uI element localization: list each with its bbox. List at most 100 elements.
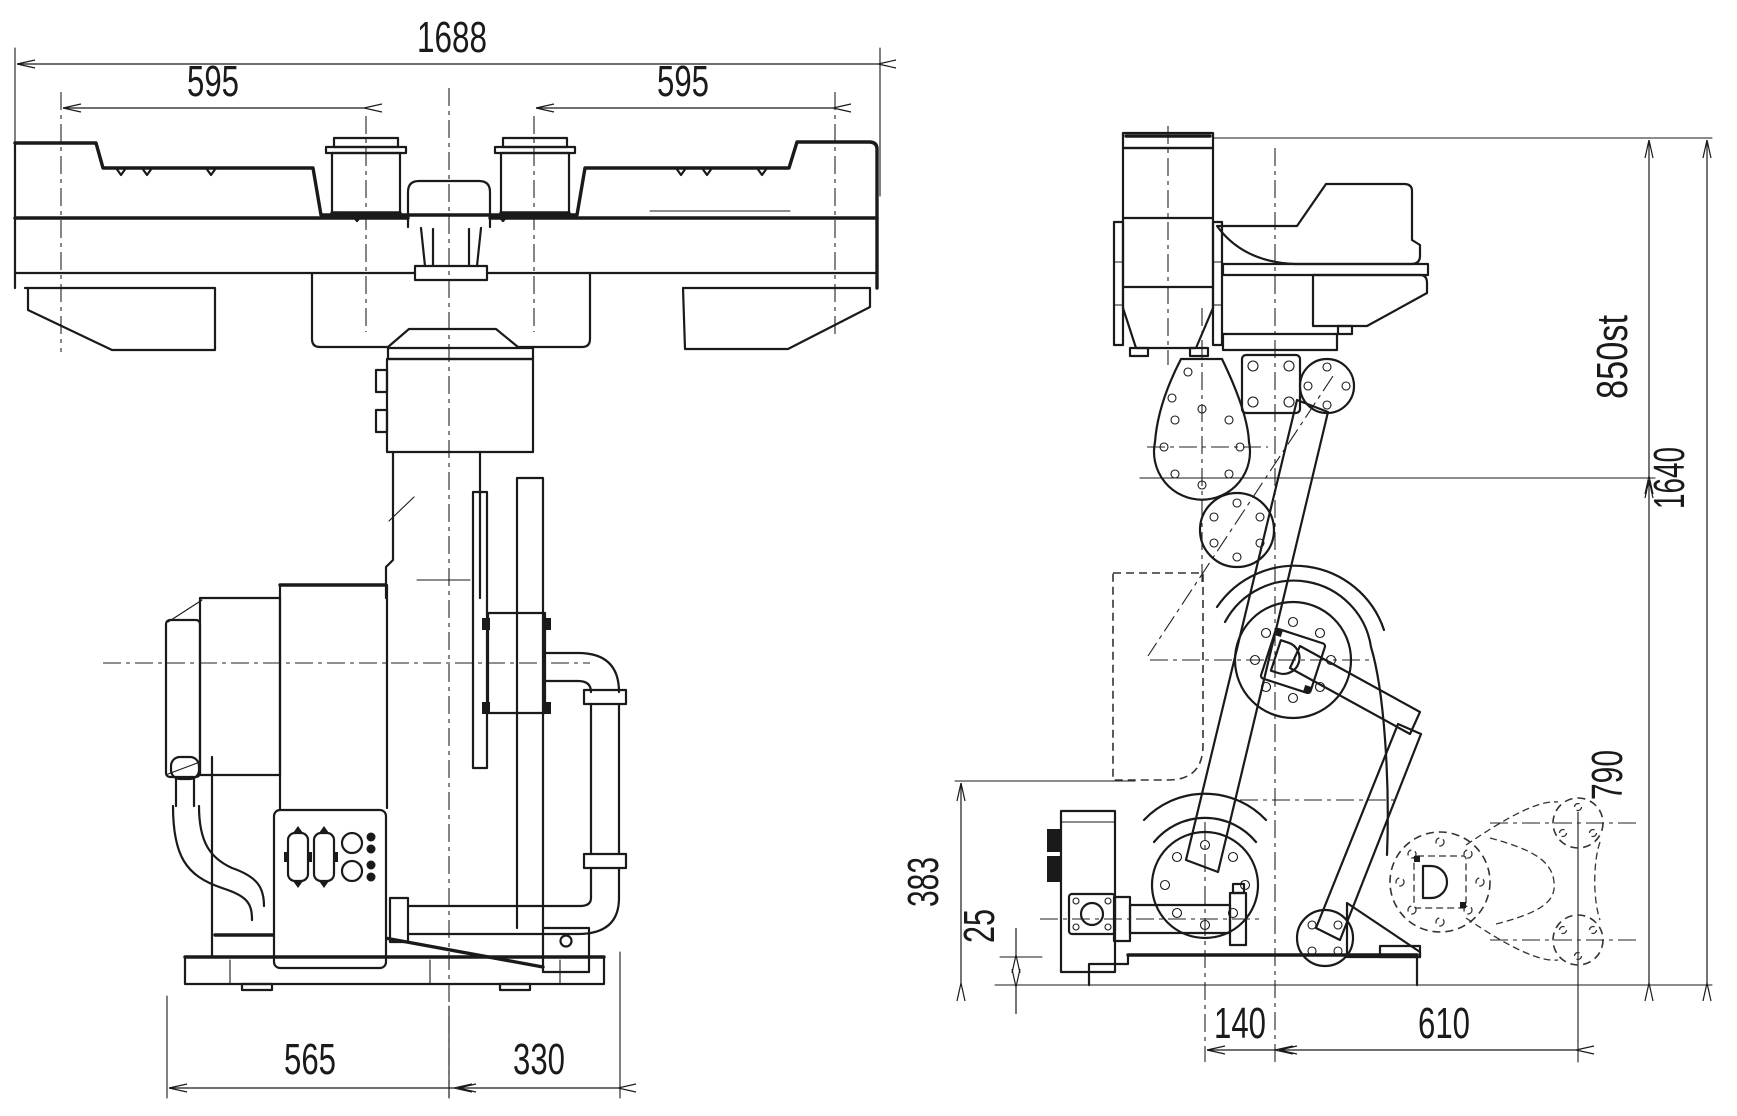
motor-cylinder bbox=[164, 596, 282, 779]
belt-housing bbox=[515, 476, 545, 930]
slider-foot-right bbox=[1188, 346, 1210, 358]
hose-fitting bbox=[169, 755, 201, 781]
dim-text-bottom-offset: 140 bbox=[1214, 999, 1266, 1048]
mast-pedestal bbox=[406, 179, 492, 229]
base-foot-1 bbox=[240, 982, 274, 992]
slider-foot-left bbox=[1128, 346, 1150, 358]
connector-stub-1 bbox=[1047, 829, 1061, 852]
lower-body bbox=[164, 579, 628, 992]
left-post bbox=[324, 136, 408, 216]
traverse-top-profile bbox=[13, 140, 879, 290]
mast-chamfer bbox=[388, 496, 415, 522]
dim-text-stroke: 850st bbox=[1588, 315, 1637, 399]
traverse-assembly bbox=[13, 136, 879, 352]
traverse-right-foot bbox=[681, 286, 872, 351]
base-plate bbox=[183, 955, 606, 986]
wrist-housing-arcs bbox=[1215, 564, 1389, 857]
mast-column bbox=[384, 450, 482, 600]
pipe-elbow-top bbox=[544, 651, 621, 694]
carriage-body bbox=[385, 357, 535, 454]
base-plate-side bbox=[1087, 953, 1419, 987]
front-view: 1688 595 595 565 330 bbox=[13, 13, 880, 1100]
base-foot-2 bbox=[498, 982, 532, 992]
pipe-elbow-bottom bbox=[560, 896, 621, 936]
bracket-step bbox=[1378, 944, 1422, 959]
traverse-center-foot bbox=[310, 271, 592, 349]
counterweight-box bbox=[1112, 572, 1204, 781]
arm-base-plate bbox=[1221, 262, 1430, 277]
dim-text-carriage-right: 595 bbox=[657, 57, 709, 106]
front-base bbox=[183, 955, 606, 992]
control-panel-box bbox=[272, 808, 388, 970]
phantom-flange-holes bbox=[1395, 837, 1485, 927]
slider-rail-left bbox=[1112, 220, 1125, 347]
slider-unit bbox=[1112, 131, 1224, 358]
dim-text-rear-height: 383 bbox=[899, 857, 948, 907]
dim-text-bottom-reach: 610 bbox=[1418, 999, 1470, 1048]
link-rod-bar bbox=[1314, 722, 1423, 942]
support-bracket bbox=[1345, 901, 1422, 959]
top-arm bbox=[1215, 182, 1430, 352]
panel-port-1 bbox=[340, 831, 364, 855]
phantom-arm-outline bbox=[1465, 801, 1601, 961]
drive-disc bbox=[471, 490, 489, 770]
cable-hose bbox=[171, 804, 266, 922]
motor-flange-plate bbox=[1067, 892, 1117, 936]
wrist-flange bbox=[1233, 600, 1353, 720]
phantom-d-bracket bbox=[1413, 855, 1467, 909]
pipe-bracket bbox=[541, 926, 591, 974]
rail-block bbox=[486, 611, 547, 715]
traverse-left-foot bbox=[23, 286, 217, 352]
arm-housing bbox=[1215, 182, 1422, 266]
arm-under-body bbox=[1311, 273, 1429, 328]
arm-step bbox=[1336, 324, 1354, 336]
carriage-tab-upper bbox=[374, 368, 389, 394]
side-view: 850st 790 1640 383 25 140 610 bbox=[899, 126, 1713, 1063]
square-flange bbox=[1240, 353, 1302, 415]
connector-stub-2 bbox=[1047, 856, 1061, 882]
mid-joint-holes bbox=[1209, 498, 1265, 562]
dim-text-overall-width: 1688 bbox=[417, 13, 487, 62]
dim-text-base-left: 565 bbox=[284, 1035, 336, 1084]
mid-link-joint bbox=[1198, 491, 1276, 569]
link-mechanism bbox=[1112, 353, 1423, 942]
carriage-top-plate bbox=[386, 346, 535, 361]
base-joint-holes bbox=[1159, 839, 1251, 931]
pipe-end-flange bbox=[388, 896, 410, 944]
top-edge-notches bbox=[114, 166, 769, 177]
wrist-assembly bbox=[1215, 564, 1389, 857]
right-post bbox=[493, 136, 577, 216]
pipe-vertical bbox=[589, 702, 621, 900]
dim-text-overall-height: 1640 bbox=[1645, 447, 1694, 509]
base-housing-arcs bbox=[1142, 792, 1268, 844]
slider-lower bbox=[1121, 285, 1215, 350]
front-dimensions: 1688 595 595 565 330 bbox=[14, 13, 880, 1099]
wrist-bolt-holes bbox=[1249, 616, 1337, 704]
mast-top-flange bbox=[413, 264, 489, 282]
cylinder-knob bbox=[1231, 882, 1246, 895]
pipe-horizontal bbox=[406, 904, 564, 936]
base-joint-flange bbox=[1150, 830, 1260, 940]
dim-text-lower-height: 790 bbox=[1583, 750, 1632, 800]
dim-text-base-right: 330 bbox=[513, 1035, 565, 1084]
phantom-flange bbox=[1389, 831, 1491, 933]
dim-text-base-plate: 25 bbox=[955, 909, 1004, 943]
joint-centerlines bbox=[1040, 375, 1372, 920]
panel-port-2 bbox=[340, 859, 364, 883]
mast-neck bbox=[419, 226, 483, 268]
phantom-wrist bbox=[1240, 797, 1638, 966]
side-base bbox=[1047, 792, 1422, 987]
dim-text-carriage-left: 595 bbox=[187, 57, 239, 106]
pipe-collar-top bbox=[582, 688, 628, 706]
pulley-plate bbox=[1152, 357, 1252, 501]
carriage-tab-lower bbox=[374, 408, 389, 434]
pipe-collar-bottom bbox=[582, 852, 628, 870]
bracket-hole bbox=[559, 934, 573, 948]
wrist-d-bracket bbox=[1259, 627, 1327, 695]
phantom-centerlines bbox=[1240, 799, 1638, 941]
link-mount-plate bbox=[1221, 332, 1339, 352]
control-panel bbox=[272, 808, 388, 970]
main-arm-bar bbox=[1184, 398, 1330, 874]
mast-carriage bbox=[374, 346, 551, 930]
